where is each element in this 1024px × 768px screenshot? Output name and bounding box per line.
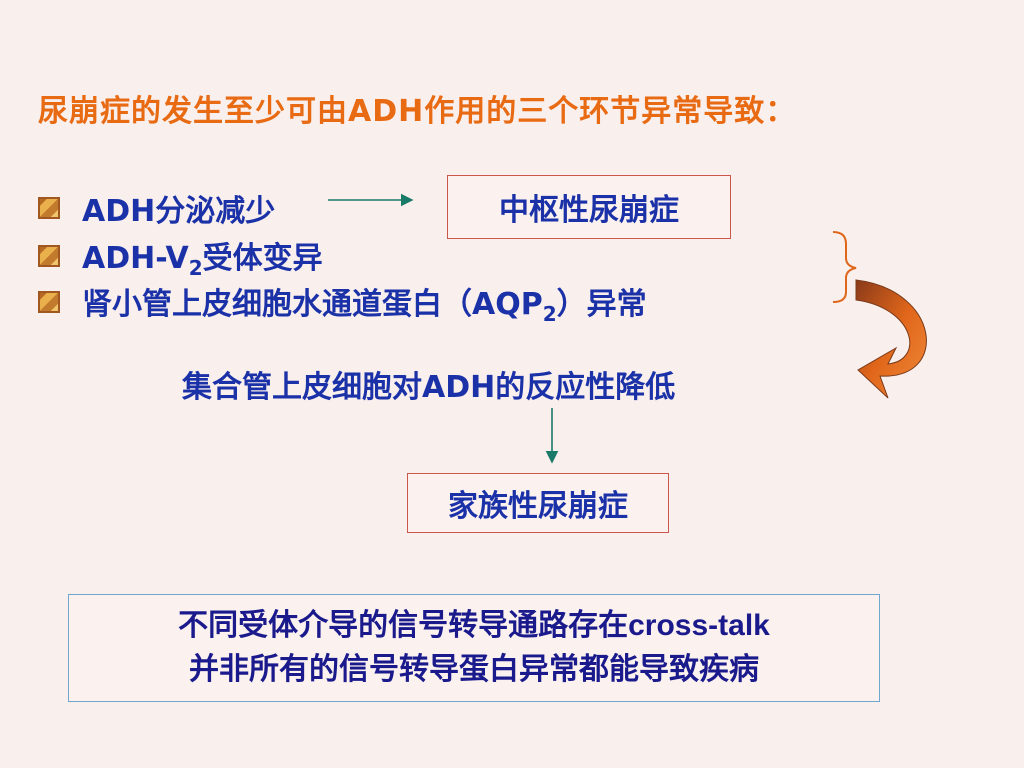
bullet-text-1: ADH分泌减少	[82, 194, 276, 229]
cross-talk-note-box: 不同受体介导的信号转导通路存在cross-talk 并非所有的信号转导蛋白异常都…	[68, 594, 880, 702]
central-diabetes-insipidus-box: 中枢性尿崩症	[447, 175, 731, 239]
note-line-2: 并非所有的信号转导蛋白异常都能导致疾病	[189, 652, 759, 687]
collecting-duct-text: 集合管上皮细胞对ADH的反应性降低	[182, 370, 676, 405]
bullet-text-3: 肾小管上皮细胞水通道蛋白（AQP2）异常	[82, 286, 647, 326]
square-bullet-icon	[38, 291, 60, 313]
square-bullet-icon	[38, 245, 60, 267]
right-brace-icon	[832, 231, 857, 303]
square-bullet-icon	[38, 197, 60, 219]
bullet-text-2: ADH-V2受体变异	[82, 240, 323, 280]
curved-arrow-icon	[855, 279, 927, 399]
note-line-1: 不同受体介导的信号转导通路存在cross-talk	[178, 608, 770, 643]
familial-diabetes-insipidus-box: 家族性尿崩症	[407, 473, 669, 533]
bullet-item-3: 肾小管上皮细胞水通道蛋白（AQP2）异常	[38, 282, 647, 326]
slide-title: 尿崩症的发生至少可由ADH作用的三个环节异常导致：	[38, 94, 797, 129]
bullet-item-1: ADH分泌减少	[38, 188, 276, 229]
bullet-item-2: ADH-V2受体变异	[38, 236, 323, 280]
